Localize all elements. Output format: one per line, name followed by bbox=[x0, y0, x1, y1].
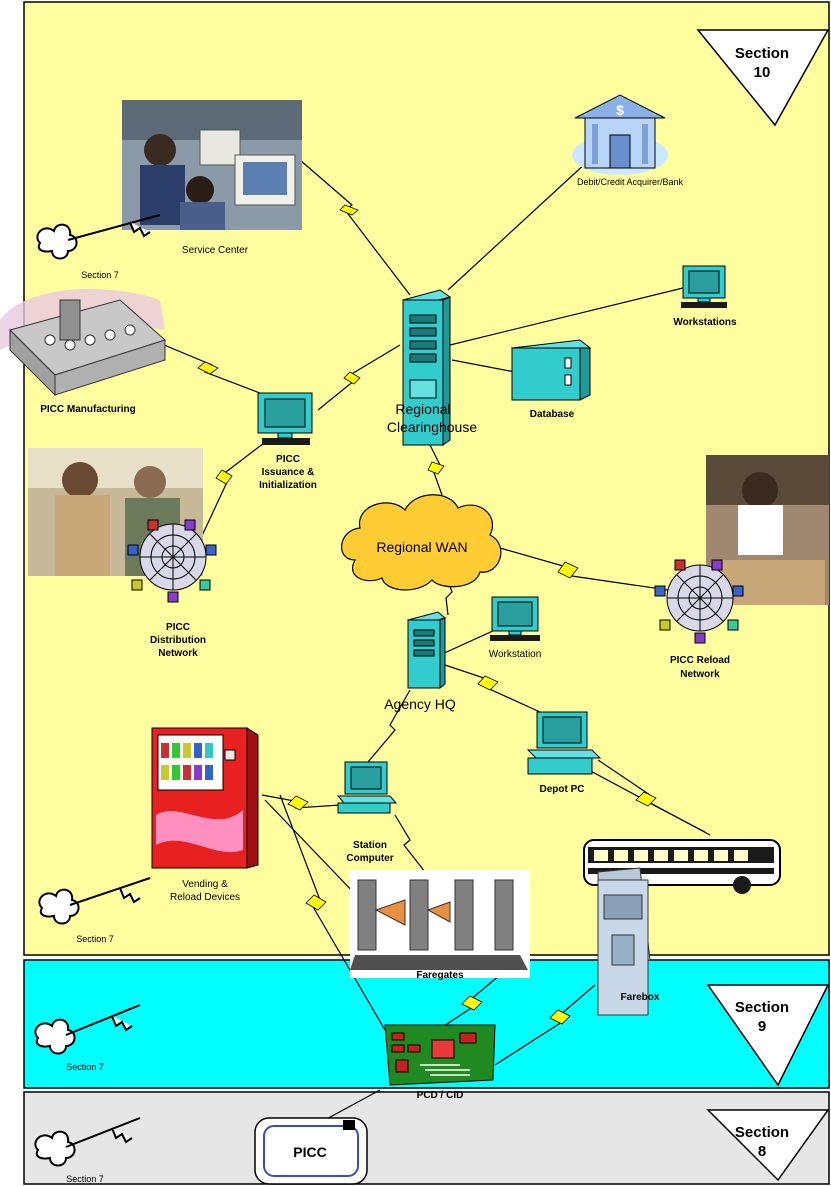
reload-label-line2: Network bbox=[680, 669, 720, 680]
service-center-label: Service Center bbox=[182, 245, 249, 256]
clearinghouse-label-line1: Regional bbox=[395, 401, 450, 417]
faregates-photo bbox=[350, 870, 530, 978]
key-label-section-9: Section 7 bbox=[66, 1062, 104, 1072]
agency-workstation-icon bbox=[490, 596, 540, 641]
farebox-icon bbox=[597, 867, 651, 1016]
section-10-number: 10 bbox=[754, 64, 771, 81]
issuance-label-line3: Initialization bbox=[259, 480, 317, 491]
station-computer-icon bbox=[336, 761, 398, 814]
distribution-label-line2: Distribution bbox=[150, 635, 206, 646]
station-label-line2: Computer bbox=[346, 853, 393, 864]
section-10-word: Section bbox=[735, 45, 789, 62]
clearinghouse-label-line2: Clearinghouse bbox=[387, 419, 477, 435]
bank-label: Debit/Credit Acquirer/Bank bbox=[577, 177, 684, 187]
service-center-photo bbox=[122, 100, 302, 230]
key-icon bbox=[36, 214, 161, 260]
picc-card-icon bbox=[254, 1117, 368, 1185]
key-icon bbox=[38, 877, 151, 925]
workstation-monitor-icon bbox=[681, 265, 727, 308]
workstations-label: Workstations bbox=[673, 317, 737, 328]
wan-cloud-icon bbox=[341, 494, 502, 591]
farebox-label: Farebox bbox=[621, 992, 660, 1003]
section-9-word: Section bbox=[735, 999, 789, 1016]
reload-network-icon bbox=[654, 559, 744, 644]
clearinghouse-server-icon bbox=[401, 289, 452, 446]
faregates-label: Faregates bbox=[416, 970, 464, 981]
key-icon bbox=[34, 1117, 141, 1167]
depot-pc-icon bbox=[526, 711, 602, 775]
vending-label-line2: Reload Devices bbox=[170, 892, 240, 903]
bank-icon: $ bbox=[572, 94, 668, 175]
issuance-monitor-icon bbox=[257, 392, 313, 445]
distribution-label-line3: Network bbox=[158, 648, 198, 659]
agency-server-icon bbox=[406, 611, 447, 690]
svg-text:$: $ bbox=[616, 102, 624, 118]
reload-label-line1: PICC Reload bbox=[670, 655, 730, 666]
key-label-top: Section 7 bbox=[81, 270, 119, 280]
zone-section-8 bbox=[23, 1091, 830, 1185]
wan-label: Regional WAN bbox=[376, 539, 467, 555]
key-icon bbox=[34, 1004, 141, 1055]
section-9-number: 9 bbox=[758, 1018, 766, 1035]
key-label-section-8: Section 7 bbox=[66, 1174, 104, 1184]
section-8-marker: Section 8 bbox=[706, 1109, 830, 1182]
distribution-network-icon bbox=[127, 519, 217, 603]
issuance-label-line2: Issuance & bbox=[262, 467, 315, 478]
workstation-label: Workstation bbox=[489, 649, 542, 660]
depot-pc-label: Depot PC bbox=[540, 784, 585, 795]
manufacturing-machine-icon bbox=[0, 288, 166, 397]
lightning-connections bbox=[139, 159, 706, 1066]
vending-machine-icon bbox=[151, 727, 259, 869]
issuance-label-line1: PICC bbox=[276, 454, 300, 465]
station-label-line1: Station bbox=[353, 840, 387, 851]
pcd-cid-label: PCD / CID bbox=[417, 1090, 464, 1101]
section-8-number: 8 bbox=[758, 1143, 766, 1160]
distribution-label-line1: PICC bbox=[166, 622, 190, 633]
vending-label-line1: Vending & bbox=[182, 879, 228, 890]
pcd-circuit-board-icon bbox=[384, 1024, 496, 1086]
agency-hq-label: Agency HQ bbox=[384, 696, 456, 712]
section-9-marker: Section 9 bbox=[706, 984, 830, 1087]
manufacturing-label: PICC Manufacturing bbox=[40, 404, 136, 415]
section-8-word: Section bbox=[735, 1124, 789, 1141]
database-label: Database bbox=[530, 409, 575, 420]
picc-card-label: PICC bbox=[293, 1144, 326, 1160]
section-10-marker: Section 10 bbox=[696, 29, 830, 127]
database-icon bbox=[510, 339, 592, 401]
key-label-vending: Section 7 bbox=[76, 934, 114, 944]
